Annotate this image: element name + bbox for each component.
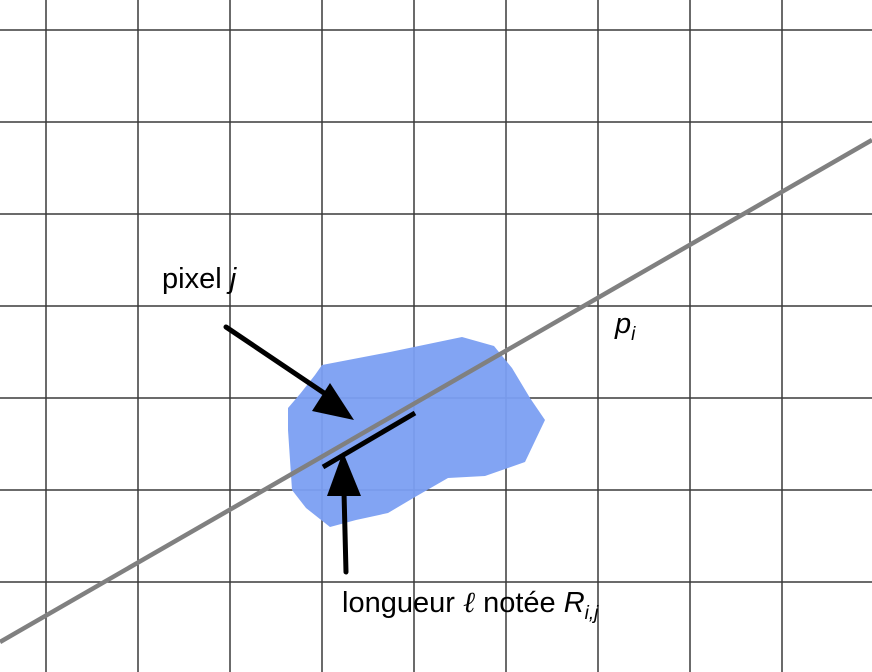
pixel-label-text: pixel [162,263,230,295]
length-label-subscript: i,j [585,603,600,624]
length-label-text-before: longueur [342,587,463,619]
grid-vertical-lines [45,0,783,672]
length-label-text-middle: notée [475,587,564,619]
length-arrow-shaft [341,489,349,575]
length-label-ell: ℓ [463,585,475,619]
ray-line [0,138,872,644]
length-arrow [327,452,361,575]
length-label: longueur ℓ notée Ri,j [342,585,599,624]
pixel-arrow-shaft [223,324,327,396]
grid-horizontal-lines [0,29,872,583]
length-label-symbol: R [564,587,585,619]
pixel-arrow [223,324,354,420]
ray-label-subscript: i [631,324,636,345]
intersection-segment [321,410,417,470]
pixel-arrow-head [312,383,354,420]
ray-label: pi [614,308,636,345]
pixel-label: pixel j [162,263,238,295]
length-arrow-head [327,452,361,496]
ray-label-symbol: p [614,308,631,340]
